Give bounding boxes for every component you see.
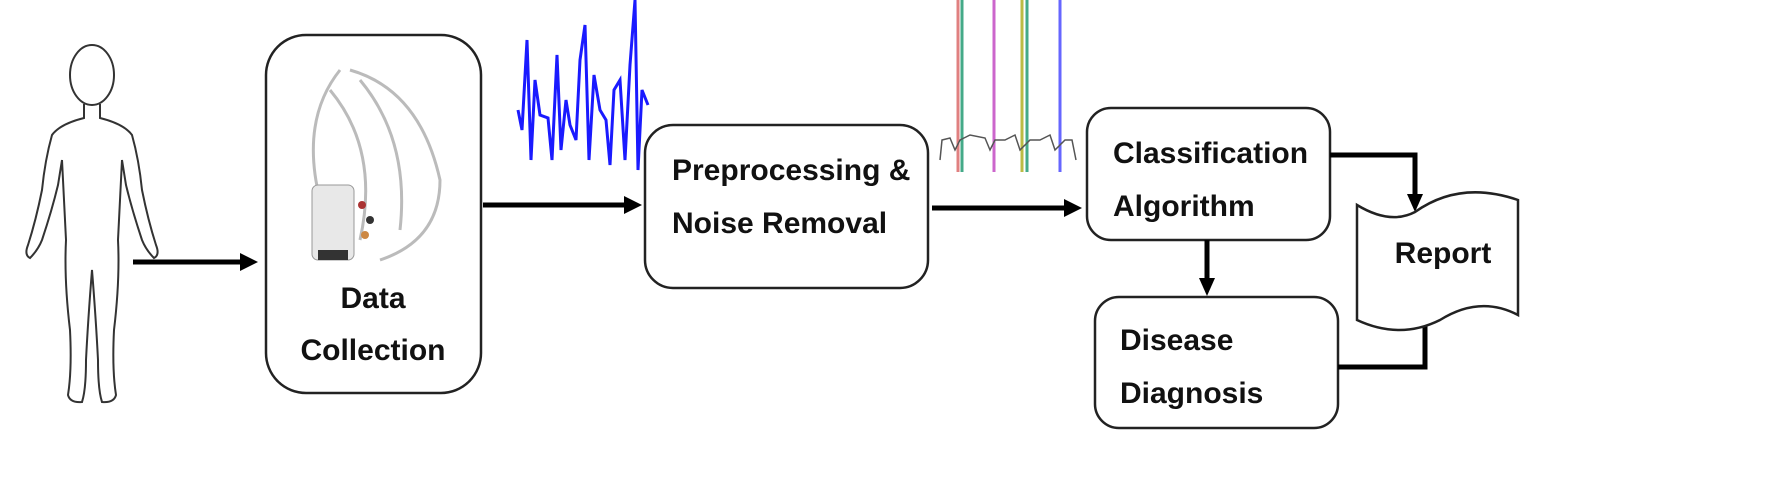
data-collection-line1: Data: [340, 282, 405, 315]
arrow-collection-to-preprocessing: [483, 196, 642, 214]
diagnosis-line2: Diagnosis: [1120, 377, 1263, 410]
diagnosis-line1: Disease: [1120, 324, 1233, 357]
preprocessing-line2: Noise Removal: [672, 207, 887, 240]
arrow-classification-to-diagnosis: [1199, 240, 1215, 296]
preprocessing-box: Preprocessing & Noise Removal: [643, 123, 930, 290]
raw-ecg-signal: [516, 0, 650, 171]
classification-line2: Algorithm: [1113, 190, 1255, 223]
arrow-preprocessing-to-classification: [932, 199, 1082, 217]
data-collection-box: Data Collection: [264, 33, 483, 395]
arrow-classification-to-report: [1330, 152, 1423, 212]
report-document: Report: [1355, 191, 1520, 332]
human-body-icon: [25, 44, 159, 404]
data-collection-line2: Collection: [300, 334, 445, 367]
ecg-device-icon: [311, 68, 442, 262]
diagnosis-box: Disease Diagnosis: [1093, 295, 1340, 430]
arrow-body-to-collection: [133, 253, 258, 271]
classification-line1: Classification: [1113, 137, 1308, 170]
classification-box: Classification Algorithm: [1085, 106, 1332, 242]
filtered-ecg-signal: [939, 0, 1077, 172]
report-label: Report: [1395, 237, 1492, 270]
preprocessing-line1: Preprocessing &: [672, 154, 910, 187]
